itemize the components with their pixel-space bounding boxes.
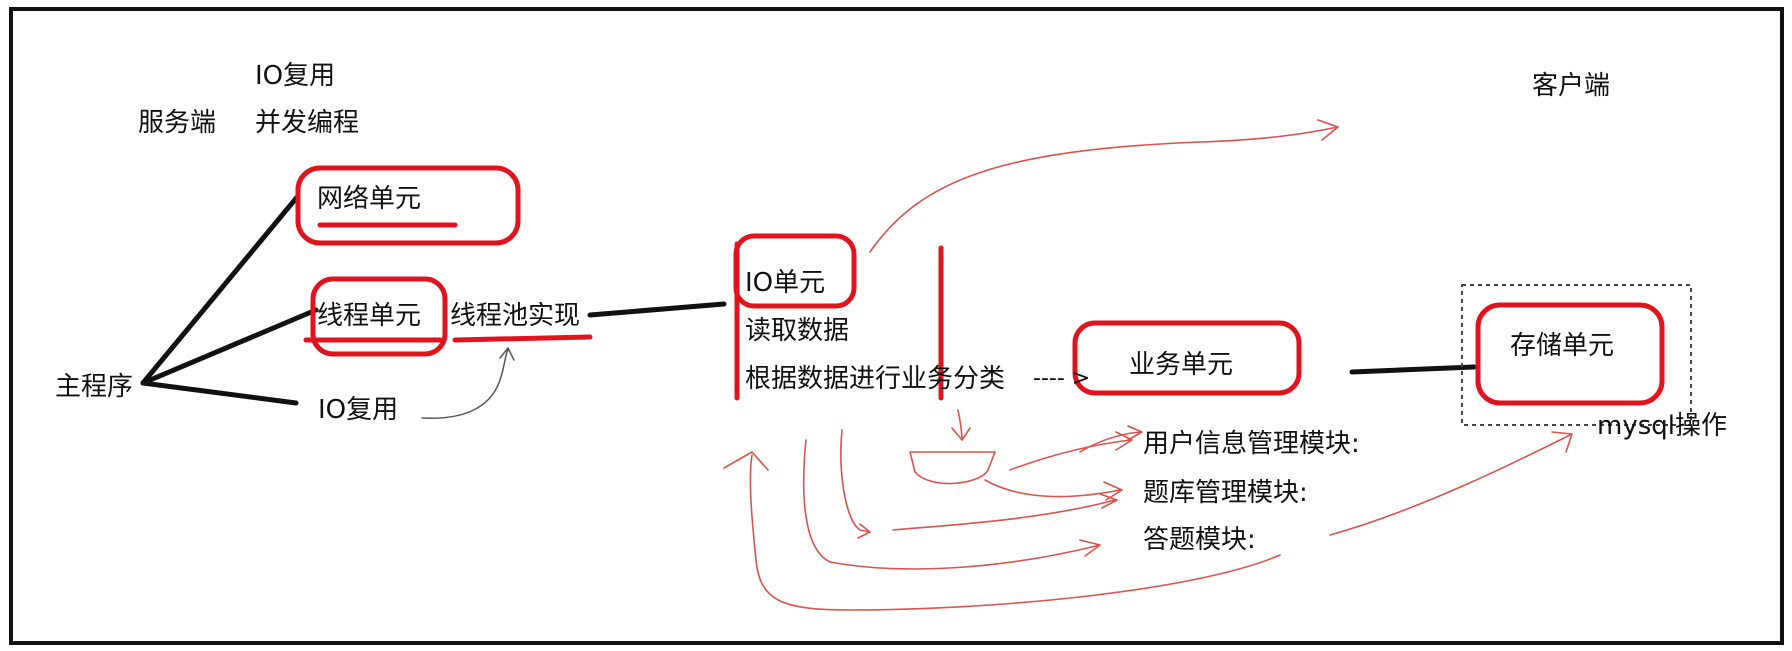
answer-to-mysql-arrow bbox=[1329, 431, 1573, 536]
business-unit-label: 业务单元 bbox=[1129, 350, 1234, 380]
question-bank-module-label: 题库管理模块: bbox=[1143, 478, 1308, 508]
mysql-op-label: mysql操作 bbox=[1597, 411, 1727, 441]
pool-to-io-unit-line bbox=[587, 301, 727, 318]
storage-dotted-box bbox=[1461, 284, 1692, 426]
branch-to-io bbox=[140, 380, 299, 406]
io-unit-label: IO单元 bbox=[745, 268, 826, 298]
branch-to-thread bbox=[140, 307, 319, 386]
io-to-client-arrow bbox=[869, 119, 1339, 253]
red-annotations bbox=[295, 165, 1665, 406]
red-flow-arrows bbox=[723, 119, 1573, 611]
io-multiplex-top-label: IO复用 bbox=[255, 61, 336, 91]
loop-3-arrow bbox=[802, 439, 1101, 570]
network-unit-label: 网络单元 bbox=[317, 184, 422, 214]
concurrency-label: 并发编程 bbox=[255, 108, 360, 138]
read-data-label: 读取数据 bbox=[745, 316, 850, 346]
thread-pool-label: 线程池实现 bbox=[450, 301, 581, 331]
server-label: 服务端 bbox=[138, 108, 217, 138]
thread-unit-box bbox=[310, 276, 448, 357]
io-to-pool-arrow bbox=[421, 346, 515, 419]
classify-bowl bbox=[909, 451, 996, 485]
business-to-user-arrow bbox=[1079, 425, 1143, 453]
answer-module-label: 答题模块: bbox=[1143, 525, 1256, 555]
loop-2-arrow bbox=[892, 493, 1118, 531]
storage-unit-label: 存储单元 bbox=[1510, 331, 1615, 361]
network-unit-box bbox=[295, 165, 521, 246]
user-module-label: 用户信息管理模块: bbox=[1143, 429, 1360, 459]
bowl-to-question-arrow bbox=[984, 479, 1123, 501]
thread-unit-label: 线程单元 bbox=[317, 301, 422, 331]
big-return-arrow bbox=[723, 451, 1281, 611]
thread-pool-underline bbox=[452, 334, 593, 343]
business-unit-box bbox=[1072, 320, 1302, 396]
main-program-label: 主程序 bbox=[55, 372, 134, 402]
diagram-frame bbox=[9, 7, 1784, 645]
branch-to-network bbox=[140, 193, 301, 386]
client-label: 客户端 bbox=[1532, 71, 1611, 101]
classify-arrow-label: ---- > bbox=[1033, 366, 1091, 391]
tree-branches bbox=[140, 193, 1477, 406]
loop-1-arrow bbox=[840, 429, 871, 539]
business-to-storage-line bbox=[1349, 364, 1477, 375]
classify-label: 根据数据进行业务分类 bbox=[745, 364, 1006, 394]
storage-unit-box bbox=[1475, 302, 1665, 406]
io-multiplex-label: IO复用 bbox=[318, 395, 399, 425]
io-down-arrow bbox=[951, 409, 971, 441]
